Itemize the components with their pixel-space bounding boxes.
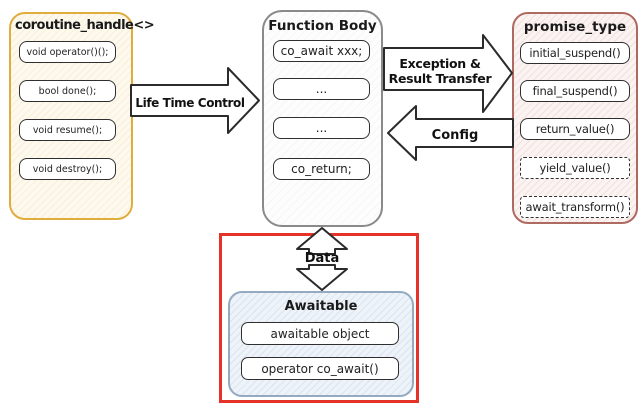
method-destroy: void destroy(); <box>19 158 116 180</box>
coroutine-handle-panel: coroutine_handle<> void operator()(); bo… <box>9 12 155 220</box>
awaitable-object-box: awaitable object <box>241 322 399 345</box>
label-exception-result-transfer: Exception & Result Transfer <box>386 56 494 86</box>
label-exception-line1: Exception & <box>399 56 481 71</box>
coroutine-handle-title: coroutine_handle<> <box>15 18 155 33</box>
promise-type-panel: promise_type initial_suspend() final_sus… <box>512 12 638 224</box>
method-yield-value: yield_value() <box>520 157 630 179</box>
method-return-value: return_value() <box>520 118 630 140</box>
method-done: bool done(); <box>19 80 116 102</box>
method-final-suspend: final_suspend() <box>520 80 630 102</box>
stmt-ellipsis-1: ... <box>273 78 370 100</box>
function-body-panel: Function Body co_await xxx; ... ... co_r… <box>262 10 383 227</box>
method-await-transform: await_transform() <box>520 196 630 218</box>
stmt-co-await: co_await xxx; <box>273 40 370 62</box>
label-exception-line2: Result Transfer <box>388 71 492 86</box>
method-operator-call: void operator()(); <box>19 41 116 63</box>
label-data: Data <box>304 251 340 266</box>
promise-type-title: promise_type <box>523 19 627 35</box>
method-resume: void resume(); <box>19 119 116 141</box>
method-initial-suspend: initial_suspend() <box>520 42 630 64</box>
awaitable-panel: Awaitable awaitable object operator co_a… <box>228 291 414 397</box>
stmt-ellipsis-2: ... <box>273 117 370 139</box>
function-body-title: Function Body <box>268 18 377 34</box>
label-config: Config <box>431 128 479 143</box>
label-life-time-control: Life Time Control <box>135 96 245 110</box>
operator-co-await-box: operator co_await() <box>241 357 399 380</box>
stmt-co-return: co_return; <box>273 158 370 180</box>
awaitable-title: Awaitable <box>284 299 358 314</box>
